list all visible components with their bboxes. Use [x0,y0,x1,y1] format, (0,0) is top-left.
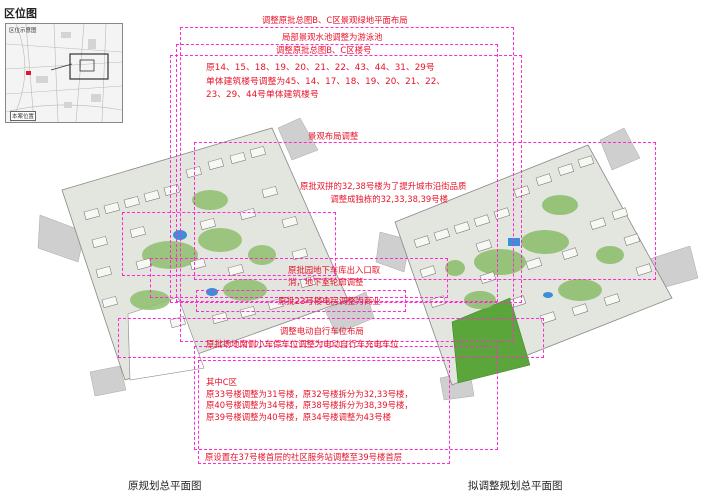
frame-bike [118,318,544,358]
note-renumber: 原14、15、18、19、20、21、22、43、44、31、29号 单体建筑楼… [206,62,445,103]
note-service-station: 原设置在37号楼首层的社区服务站调整至39号楼首层 [205,452,403,462]
note-split-buildings: 原批双拼的32,38号楼为了提升城市沿街品质 调整成独栋的32,33,38,39… [300,180,466,205]
note-zone-c-line-3: 原39号楼调整为40号楼，原34号楼调整为43号楼 [206,411,392,422]
frame-landscape-layout [180,27,514,342]
location-map-graphic [6,24,122,122]
location-map: 区位示意图 本案位置 [5,23,123,123]
frame-pool [176,44,498,302]
frame-commercial [196,290,406,312]
note-renumber-line-3: 23、29、44号单体建筑楼号 [206,90,319,100]
note-renumber-title: 调整原批总图B、C区楼号 [276,45,372,55]
project-location-label: 本案位置 [10,111,37,121]
location-map-title: 区位图 [4,7,37,20]
note-renumber-line-2: 单体建筑楼号调整为45、14、17、18、19、20、21、22、 [206,76,446,87]
note-bike-line-2: 原批场地南侧小车停车位调整为电动自行车充电车位 [206,338,399,349]
note-commercial: 原批23号楼电房调整为商业 [278,296,381,306]
note-renumber-line-1: 原14、15、18、19、20、21、22、43、44、31、29号 [206,63,435,73]
note-garage-line-2: 消，地下室轮廓调整 [288,277,364,287]
frame-renumber [170,55,522,303]
note-zone-c-line-2: 原40号楼调整为34号楼，原38号楼拆分为38,39号楼， [206,400,413,410]
note-landscape-adjust: 景观布局调整 [308,131,359,141]
note-bike: 调整电动自行车位布局 原批场地南侧小车停车位调整为电动自行车充电车位 [206,325,399,350]
frame-zone-c [194,346,498,450]
frame-split-buildings [122,212,336,276]
note-split-line-1: 原批双拼的32,38号楼为了提升城市沿街品质 [300,181,467,191]
note-zone-c-heading: 其中C区 [206,377,237,387]
note-zone-c-line-1: 原33号楼调整为31号楼，原32号楼拆分为32,33号楼， [206,388,413,399]
right-plan-swimming-pool [508,238,520,246]
note-bike-line-1: 调整电动自行车位布局 [280,326,364,336]
inset-label: 区位示意图 [9,28,37,34]
note-garage-line-1: 原批园地下车库出入口取 [288,265,381,275]
note-landscape-layout: 调整原批总图B、C区景观绿地平面布局 [262,15,408,25]
right-plan-buildings [413,155,653,324]
frame-landscape-adjust [194,142,656,280]
note-zone-c: 其中C区 原33号楼调整为31号楼，原32号楼拆分为32,33号楼， 原40号楼… [206,377,413,423]
right-plan-pond [543,292,553,298]
left-plan-buildings [83,146,316,329]
frame-garage [150,258,448,298]
frame-service-station [198,360,450,464]
note-split-line-2: 调整成独栋的32,33,38,39号楼 [330,193,448,204]
left-plan-roads [37,117,375,397]
note-garage: 原批园地下车库出入口取 消，地下室轮廓调整 [288,264,380,288]
caption-adjusted-plan: 拟调整规划总平面图 [468,480,563,492]
caption-original-plan: 原规划总平面图 [128,480,202,492]
note-pool: 局部景观水池调整为游泳池 [282,32,383,42]
